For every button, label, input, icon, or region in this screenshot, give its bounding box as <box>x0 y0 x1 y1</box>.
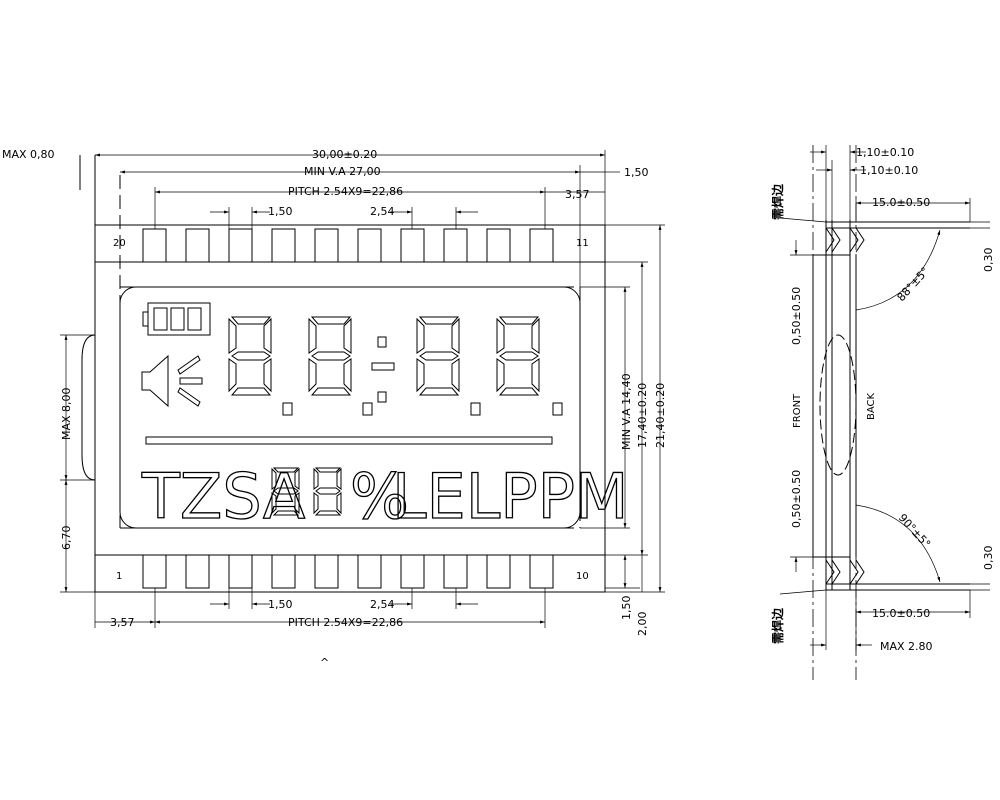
outer-glass <box>94 224 606 593</box>
dim-bottom-margin: 2,00 <box>636 612 649 637</box>
bottom-leads <box>825 559 970 591</box>
dim-angle-top: 88°±5° <box>895 265 932 304</box>
top-pins <box>142 228 554 263</box>
dim-edge-offset-top: 1,50 <box>624 166 649 179</box>
label-back: BACK <box>866 392 877 420</box>
dim-bottom-edge: 1,50 <box>620 596 633 621</box>
dim-window-height: 17,40±0.20 <box>636 383 649 448</box>
dim-max-height: MAX 8,00 <box>60 387 73 440</box>
dim-lower-offset: 6,70 <box>60 526 73 551</box>
main-digits <box>228 316 563 416</box>
active-area <box>119 286 581 529</box>
speaker-icon <box>141 354 203 408</box>
dim-lead-thick-top: 0,30 <box>982 248 995 273</box>
dim-lead-thick-bottom: 0,30 <box>982 546 995 571</box>
bottom-pins <box>142 554 554 589</box>
dim-viewing-width: MIN V.A 27,00 <box>304 165 381 178</box>
battery-icon <box>142 302 211 336</box>
note-bottom: 需焊边 <box>770 607 785 644</box>
side-view: FRONT BACK 1,10±0.10 1,10±0.10 15.0±0.50… <box>770 145 995 680</box>
footnote-mark: ^ <box>320 656 329 669</box>
dim-pin-width-top: 1,50 <box>268 205 293 218</box>
note-top: 需焊边 <box>770 183 785 220</box>
dim-lead-length-top: 15.0±0.50 <box>872 196 930 209</box>
dim-pin-offset-top: 3,57 <box>565 188 590 201</box>
dim-pin-offset-bottom: 3,57 <box>110 616 135 629</box>
dim-max-thickness: MAX 0,80 <box>2 148 55 161</box>
units-text-suffix: LELPPM <box>392 460 629 533</box>
dim-max-depth: MAX 2.80 <box>880 640 933 653</box>
pin-label-11: 11 <box>576 238 589 249</box>
lc-cell-ellipse <box>819 334 857 476</box>
dim-pin-width-bottom: 1,50 <box>268 598 293 611</box>
pin-label-20: 20 <box>113 238 126 249</box>
dim-overall-height: 21,40±0.20 <box>654 383 667 448</box>
dim-overall-width: 30,00±0.20 <box>312 148 377 161</box>
dim-offset-top: 0,50±0.50 <box>790 287 803 345</box>
top-leads <box>825 221 970 253</box>
percent-sign: % <box>350 460 409 533</box>
dim-angle-bottom: 90°±5° <box>896 511 933 550</box>
pin-label-1: 1 <box>116 571 122 582</box>
dim-thickness-b: 1,10±0.10 <box>860 164 918 177</box>
dim-thickness-a: 1,10±0.10 <box>856 146 914 159</box>
front-view: 20 11 1 10 <box>2 148 667 669</box>
pin-label-10: 10 <box>576 571 589 582</box>
units-text-prefix: TZSA <box>141 460 305 533</box>
separator-bar <box>145 436 553 445</box>
dim-offset-bottom: 0,50±0.50 <box>790 470 803 528</box>
label-front: FRONT <box>792 393 803 428</box>
dim-pitch-top: PITCH 2.54X9=22,86 <box>288 185 403 198</box>
dim-pin-spacing-bottom: 2,54 <box>370 598 395 611</box>
dim-pitch-bottom: PITCH 2.54X9=22,86 <box>288 616 403 629</box>
dim-lead-length-bottom: 15.0±0.50 <box>872 607 930 620</box>
dim-pin-spacing-top: 2,54 <box>370 205 395 218</box>
dim-viewing-height: MIN V.A 14,40 <box>620 373 633 450</box>
